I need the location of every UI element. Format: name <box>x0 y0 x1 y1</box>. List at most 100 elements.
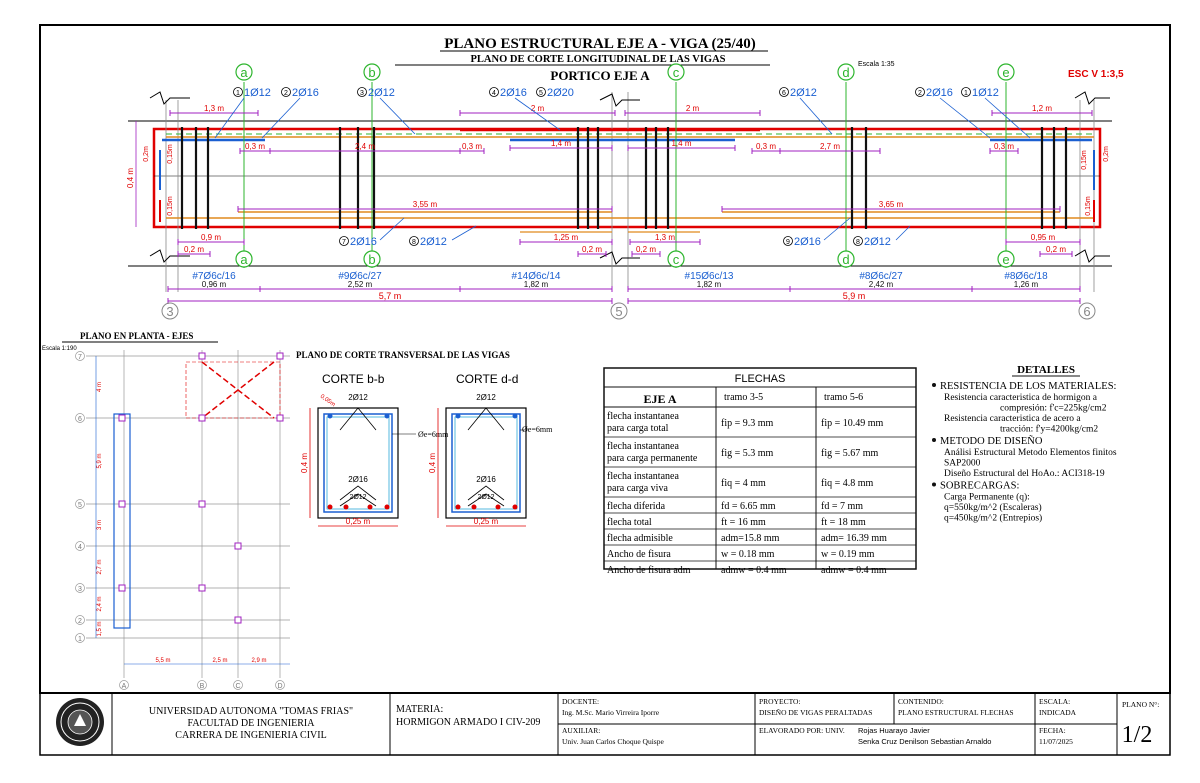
stirrup-group <box>180 127 1068 229</box>
table-header-tramo: tramo 3-5 <box>724 392 763 403</box>
section-dd-bottom-leader <box>467 485 505 501</box>
bar-mark-circle <box>853 236 863 246</box>
tb-elaborado-label: ELAVORADO POR: UNIV. <box>759 726 845 735</box>
plan-title: PLANO EN PLANTA - EJES <box>80 331 193 341</box>
plan-col-marker <box>119 680 129 690</box>
leader-line <box>451 225 477 241</box>
table-frame <box>603 367 917 570</box>
tb-escala: INDICADA <box>1039 708 1077 717</box>
table-cell-value: admw = 0.4 mm <box>821 565 887 576</box>
stirrup-spacing-label: #8Ø6c/27 <box>859 271 903 282</box>
bar-mark-number: 8 <box>412 239 416 246</box>
leader-line <box>379 217 405 241</box>
top-bar-callouts: 1 1Ø12 2 2Ø16 3 2Ø12 4 2Ø16 5 2Ø20 6 2Ø1… <box>214 87 1031 139</box>
sheet-border <box>39 24 1171 694</box>
details-line: q=550kg/m^2 (Escaleras) <box>944 502 1042 513</box>
dimension-text: 1,2 m <box>1032 104 1052 113</box>
section-bb-cover: 0,05m <box>319 394 336 408</box>
section-bb-label: CORTE b-b <box>322 372 385 386</box>
plan-col-label: C <box>235 683 240 690</box>
stirrup-spacing-label: #14Ø6c/14 <box>512 271 561 282</box>
break-mark <box>599 93 640 107</box>
hook-length-dim: 0,15m <box>1081 150 1088 170</box>
details-heading: SOBRECARGAS: <box>940 481 1019 492</box>
bar-mark-number: 2 <box>918 90 922 97</box>
plan-row-marker <box>75 351 85 361</box>
hook-length-dim: 0,2m <box>1103 146 1110 162</box>
plan-row-marker <box>75 499 85 509</box>
plan-row-marker <box>75 633 85 643</box>
table-cell-value: fip = 10.49 mm <box>821 418 884 429</box>
plan-column <box>234 542 242 550</box>
tb-author-1: Rojas Huarayo Javier <box>858 726 930 735</box>
table-row-label: flecha total <box>607 517 652 528</box>
table-cell-value: fiq = 4.8 mm <box>821 478 874 489</box>
axis-bubble <box>667 63 685 81</box>
details-line: Análisi Estructural Metodo Elementos fin… <box>944 447 1117 458</box>
bar-mark-circle <box>779 87 789 97</box>
bar-mark-number: 3 <box>360 90 364 97</box>
stirrup-spacing-label: #7Ø6c/16 <box>192 271 236 282</box>
break-mark <box>149 91 190 105</box>
dimension-text: 0,3 m <box>462 142 482 151</box>
table-header-tramo: tramo 5-6 <box>824 392 863 403</box>
stirrup-zone-length: 2,42 m <box>869 280 894 289</box>
bar-label: 2Ø16 <box>500 87 527 99</box>
section-bb-outline <box>317 407 399 519</box>
plan-row-marker <box>75 583 85 593</box>
table-cell-value: adm=15.8 mm <box>721 533 780 544</box>
dimension-text: 0,2 m <box>636 245 656 254</box>
section-dd-bottom-bars-1: 2Ø16 <box>476 475 496 484</box>
details-bullet <box>932 438 936 442</box>
bar-mark-circle <box>357 87 367 97</box>
leader-line <box>939 97 991 139</box>
rebar-dot <box>384 504 390 510</box>
main-title: PLANO ESTRUCTURAL EJE A - VIGA (25/40) <box>444 36 755 52</box>
break-mark <box>599 251 640 265</box>
dimension-text: 2 m <box>686 104 700 113</box>
plan-col-label: B <box>200 683 205 690</box>
tb-auxiliar: Univ. Juan Carlos Choque Quispe <box>562 737 664 746</box>
bar-mark-number: 9 <box>786 239 790 246</box>
tb-career: CARRERA DE INGENIERIA CIVIL <box>175 730 326 741</box>
table-row-label: Ancho de fisura adm <box>607 565 691 576</box>
section-bb-bottom-bars-2: 2Ø12 <box>349 494 366 501</box>
dimension-text: 5,7 m <box>379 291 402 301</box>
stirrup-spacing-label: #15Ø6c/13 <box>685 271 734 282</box>
leader-line <box>261 97 301 139</box>
plan-col-dim: 5,5 m <box>155 658 170 664</box>
details-line: tracción: f'y=4200kg/cm2 <box>1000 424 1098 435</box>
plan-column <box>276 352 284 360</box>
details-line: Diseño Estructural del HoAo.: ACI318-19 <box>944 469 1105 479</box>
table-cell-value: adm= 16.39 mm <box>821 533 887 544</box>
seal-emblem <box>74 714 86 726</box>
height-dimensions: 0,4 m 0,2m 0,15m 0,15m 0,2m 0,15m 0,15m <box>126 121 1110 227</box>
axis-label: e <box>1002 65 1009 80</box>
table-cell-value: fd = 7 mm <box>821 501 863 512</box>
break-mark <box>149 249 190 263</box>
stirrup-zone-length: 0,96 m <box>202 280 227 289</box>
plan-row-dim: 2,4 m <box>97 596 103 611</box>
section-dd-top-leader <box>467 407 505 431</box>
axis-bubble <box>997 250 1015 268</box>
section-bb: CORTE b-b 2Ø12 2Ø16 2Ø12 0,05m Øe=6mm 0,… <box>300 372 449 527</box>
stirrup-zone-length: 1,82 m <box>524 280 549 289</box>
tb-plano-number: 1/2 <box>1122 722 1153 748</box>
stirrup-zone-length: 1,82 m <box>697 280 722 289</box>
rebar-dot <box>455 504 461 510</box>
details-line: q=450kg/m^2 (Entrepios) <box>944 513 1042 524</box>
hook-length-dim: 0,15m <box>1085 196 1092 216</box>
plan-column <box>276 414 284 422</box>
column-label: 6 <box>1083 304 1090 319</box>
table-row-label-line: flecha instantanea <box>607 411 679 422</box>
table-row-label-line: flecha instantanea <box>607 441 679 452</box>
axis-bubble <box>235 63 253 81</box>
bar-label: 2Ø12 <box>420 236 447 248</box>
plan-row-dim: 4 m <box>97 382 103 392</box>
table-row-label: flecha diferida <box>607 501 666 512</box>
leader-line <box>214 97 245 139</box>
tb-materia: HORMIGON ARMADO I CIV-209 <box>396 717 540 728</box>
plan-row-marker <box>75 541 85 551</box>
